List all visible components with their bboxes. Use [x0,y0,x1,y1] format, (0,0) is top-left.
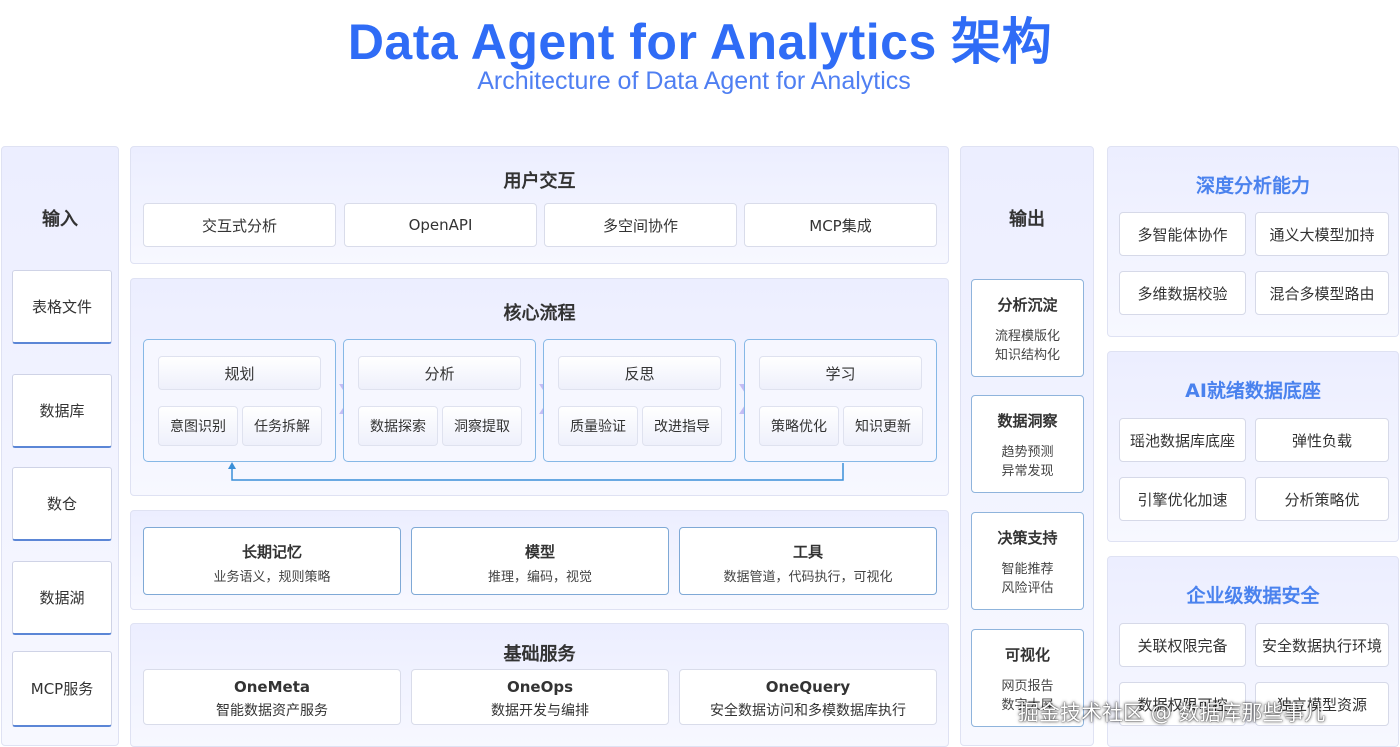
deep-analysis-item-2: 通义大模型加持 [1255,212,1389,256]
cap-long-term-memory-title: 长期记忆 [241,543,302,561]
sub-intent-recognition: 意图识别 [158,406,238,446]
stage-planning: 规划 意图识别 任务拆解 [143,339,336,462]
interaction-item-interactive-analysis: 交互式分析 [143,203,336,247]
cap-model-desc: 推理，编码，视觉 [487,570,592,585]
output-item-decision-support-title: 决策支持 [997,529,1058,547]
output-item-decision-support-line1: 智能推荐 [1001,562,1054,577]
ai-ready-item-1: 瑶池数据库底座 [1119,418,1246,462]
stage-learning-label: 学习 [759,356,922,390]
ai-ready-item-3: 引擎优化加速 [1119,477,1246,521]
cap-model-title: 模型 [524,543,555,561]
input-item-spreadsheet: 表格文件 [12,270,112,344]
deep-analysis-title: 深度分析能力 [1195,175,1310,197]
output-item-data-insight: 数据洞察 趋势预测 异常发现 [971,395,1084,493]
feedback-loop-arrow [228,462,844,481]
base-services-title: 基础服务 [503,644,576,665]
ai-ready-item-2: 弹性负载 [1255,418,1389,462]
stage-learning: 学习 策略优化 知识更新 [744,339,937,462]
deep-analysis-panel: 深度分析能力 多智能体协作 通义大模型加持 多维数据校验 混合多模型路由 [1107,146,1399,337]
input-item-warehouse: 数仓 [12,467,112,541]
input-item-datalake: 数据湖 [12,561,112,635]
cap-long-term-memory-desc: 业务语义，规则策略 [213,570,331,585]
output-item-visualization-line2: 数字大屏 [1001,698,1054,713]
service-onemeta: OneMeta 智能数据资产服务 [143,669,401,725]
interaction-item-mcp-integration: MCP集成 [744,203,937,247]
enterprise-security-panel: 企业级数据安全 关联权限完备 安全数据执行环境 数据权限可控 独立模型资源 [1107,556,1399,747]
output-item-analysis-deposit: 分析沉淀 流程模版化 知识结构化 [971,279,1084,377]
output-item-visualization-line1: 网页报告 [1001,679,1054,694]
output-item-analysis-deposit-line2: 知识结构化 [994,348,1060,363]
watermark: 掘金技术社区 @ 数据库那些事儿 [1018,701,1326,725]
enterprise-security-item-3: 数据权限可控 [1119,682,1246,726]
output-item-data-insight-line2: 异常发现 [1001,464,1054,479]
core-flow-panel: 核心流程 规划 意图识别 任务拆解 分析 数据探索 洞察提取 反思 质量验证 改… [130,278,949,496]
sub-improvement-guidance: 改进指导 [642,406,722,446]
cap-model: 模型 推理，编码，视觉 [411,527,669,595]
service-onequery-desc: 安全数据访问和多模数据库执行 [710,703,906,719]
ai-ready-title: AI就绪数据底座 [1185,380,1321,402]
user-interaction-panel: 用户交互 交互式分析 OpenAPI 多空间协作 MCP集成 [130,146,949,264]
output-item-visualization: 可视化 网页报告 数字大屏 [971,629,1084,727]
page-title: Data Agent for Analytics 架构 [347,14,1053,70]
cap-tools: 工具 数据管道，代码执行，可视化 [679,527,937,595]
cap-long-term-memory: 长期记忆 业务语义，规则策略 [143,527,401,595]
cap-tools-title: 工具 [792,543,823,561]
output-item-data-insight-title: 数据洞察 [997,412,1058,430]
deep-analysis-item-1: 多智能体协作 [1119,212,1246,256]
stage-analysis: 分析 数据探索 洞察提取 [343,339,536,462]
output-title: 输出 [1009,209,1045,230]
output-item-analysis-deposit-title: 分析沉淀 [997,296,1058,314]
sub-insight-extraction: 洞察提取 [442,406,522,446]
ai-ready-panel: AI就绪数据底座 瑶池数据库底座 弹性负载 引擎优化加速 分析策略优 [1107,351,1399,542]
output-panel: 输出 分析沉淀 流程模版化 知识结构化 数据洞察 趋势预测 异常发现 决策支持 … [960,146,1094,746]
enterprise-security-item-4: 独立模型资源 [1255,682,1389,726]
sub-strategy-optimization: 策略优化 [759,406,839,446]
service-onemeta-desc: 智能数据资产服务 [216,703,328,719]
input-title: 输入 [42,209,78,230]
stage-reflection: 反思 质量验证 改进指导 [543,339,736,462]
stage-analysis-label: 分析 [358,356,521,390]
core-flow-title: 核心流程 [503,303,576,324]
enterprise-security-item-1: 关联权限完备 [1119,623,1246,667]
input-item-mcp-service: MCP服务 [12,651,112,727]
service-onequery: OneQuery 安全数据访问和多模数据库执行 [679,669,937,725]
enterprise-security-item-2: 安全数据执行环境 [1255,623,1389,667]
service-onemeta-title: OneMeta [234,678,310,696]
output-item-decision-support-line2: 风险评估 [1001,581,1054,596]
interaction-item-openapi: OpenAPI [344,203,537,247]
sub-data-exploration: 数据探索 [358,406,438,446]
ai-ready-item-4: 分析策略优 [1255,477,1389,521]
service-oneops-desc: 数据开发与编排 [491,703,589,719]
sub-task-decomposition: 任务拆解 [242,406,322,446]
output-item-data-insight-line1: 趋势预测 [1001,445,1054,460]
stage-planning-label: 规划 [158,356,321,390]
service-oneops: OneOps 数据开发与编排 [411,669,669,725]
stage-reflection-label: 反思 [558,356,721,390]
sub-quality-validation: 质量验证 [558,406,638,446]
deep-analysis-item-3: 多维数据校验 [1119,271,1246,315]
user-interaction-title: 用户交互 [503,171,576,192]
capabilities-panel: 长期记忆 业务语义，规则策略 模型 推理，编码，视觉 工具 数据管道，代码执行，… [130,510,949,610]
input-panel: 输入 表格文件 数据库 数仓 数据湖 MCP服务 [1,146,119,746]
output-item-decision-support: 决策支持 智能推荐 风险评估 [971,512,1084,610]
enterprise-security-title: 企业级数据安全 [1186,585,1320,607]
cap-tools-desc: 数据管道，代码执行，可视化 [723,570,893,585]
output-item-analysis-deposit-line1: 流程模版化 [994,329,1060,344]
output-item-visualization-title: 可视化 [1004,646,1050,664]
service-oneops-title: OneOps [506,678,574,696]
interaction-item-multispace: 多空间协作 [544,203,737,247]
input-item-database: 数据库 [12,374,112,448]
sub-knowledge-update: 知识更新 [843,406,923,446]
service-onequery-title: OneQuery [765,678,851,696]
deep-analysis-item-4: 混合多模型路由 [1255,271,1389,315]
base-services-panel: 基础服务 OneMeta 智能数据资产服务 OneOps 数据开发与编排 One… [130,623,949,747]
page-subtitle: Architecture of Data Agent for Analytics [477,67,911,95]
